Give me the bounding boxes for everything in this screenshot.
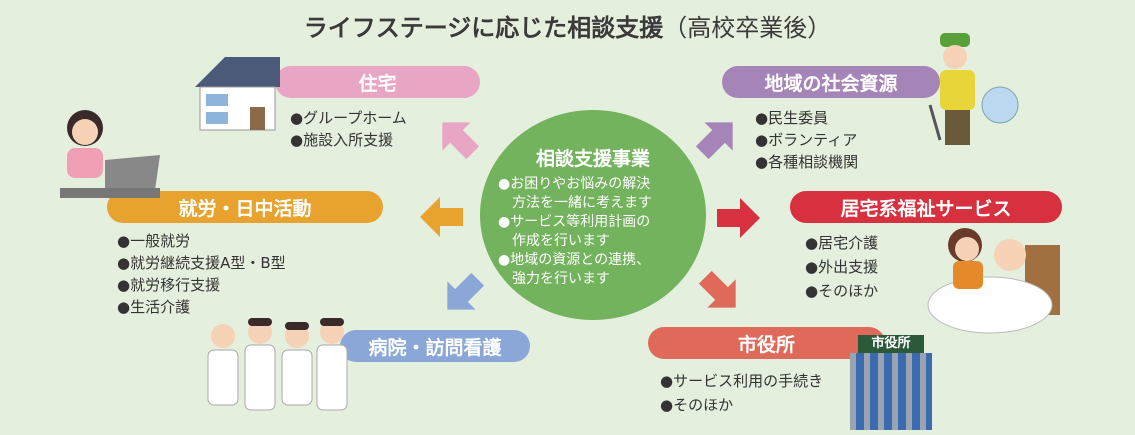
hospital-label: 病院・訪問看護: [340, 330, 530, 362]
list-item: 就労継続支援A型・B型: [117, 252, 286, 274]
home-care-illustration: [927, 228, 1060, 334]
title-sub: （高校卒業後）: [663, 14, 832, 42]
housing-list: グループホーム施設入所支援: [290, 107, 407, 151]
list-item: サービス利用の手続き: [660, 369, 823, 393]
center-title: 相談支援事業: [535, 148, 650, 170]
homecare-label: 居宅系福祉サービス: [790, 191, 1062, 223]
arrow-community: [695, 122, 733, 160]
arrow-work: [420, 197, 463, 237]
community-list: 民生委員ボランティア各種相談機関: [755, 107, 858, 173]
center-line: ●地域の資源との連携、: [498, 252, 651, 268]
cityhall-list: サービス利用の手続きそのほか: [660, 369, 823, 417]
center-line: 作成を行います: [498, 233, 610, 249]
page-title: ライフステージに応じた相談支援（高校卒業後）: [0, 8, 1135, 43]
list-item: そのほか: [805, 279, 878, 303]
medical-staff-illustration: [207, 318, 348, 411]
center-line: 方法を一緒に考えます: [498, 195, 652, 211]
center-line: ●お困りやお悩みの解決: [498, 176, 651, 192]
arrow-hospital: [447, 272, 485, 310]
list-item: 就労移行支援: [117, 274, 286, 296]
community-label: 地域の社会資源: [722, 66, 940, 98]
list-item: グループホーム: [290, 107, 407, 129]
list-item: 各種相談機関: [755, 151, 858, 173]
list-item: 施設入所支援: [290, 129, 407, 151]
list-item: 民生委員: [755, 107, 858, 129]
arrow-homecare: [717, 198, 760, 238]
housing-label: 住宅: [275, 66, 480, 98]
list-item: 生活介護: [117, 296, 286, 318]
arrow-housing: [442, 122, 480, 160]
center-line: ●サービス等利用計画の: [498, 214, 651, 230]
arrow-cityhall: [698, 270, 736, 308]
title-main: ライフステージに応じた相談支援: [303, 14, 664, 42]
list-item: 外出支援: [805, 255, 878, 279]
house-illustration: [195, 57, 280, 131]
cityhall-label: 市役所: [648, 327, 885, 359]
city-hall-illustration: 市役所: [850, 335, 932, 430]
list-item: 一般就労: [117, 230, 286, 252]
list-item: そのほか: [660, 393, 823, 417]
office-worker-illustration: [60, 110, 160, 198]
city-hall-sign: 市役所: [858, 335, 924, 353]
list-item: 居宅介護: [805, 231, 878, 255]
consultation-support-circle: 相談支援事業 ●お困りやお悩みの解決 方法を一緒に考えます ●サービス等利用計画…: [480, 110, 706, 320]
list-item: ボランティア: [755, 129, 858, 151]
homecare-list: 居宅介護外出支援そのほか: [805, 231, 878, 303]
volunteer-illustration: [928, 33, 1019, 145]
work-list: 一般就労就労継続支援A型・B型就労移行支援生活介護: [117, 230, 286, 318]
center-line: 強力を行います: [498, 271, 610, 287]
